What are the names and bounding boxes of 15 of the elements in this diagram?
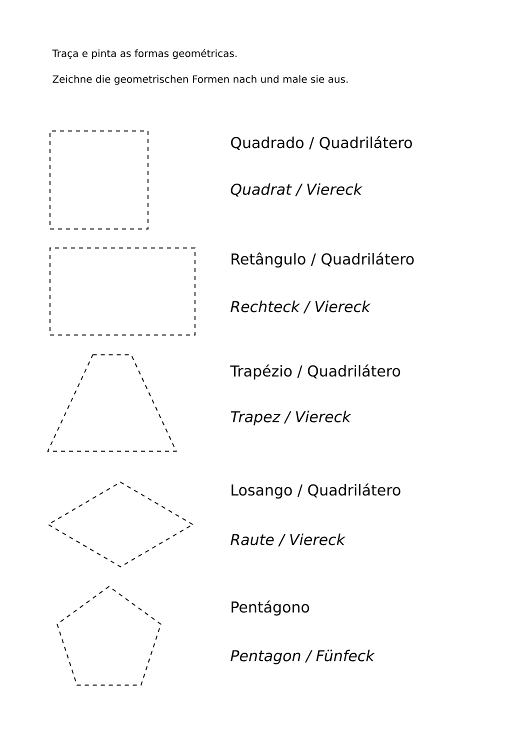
shape-name: Quadrat / Viereck: [230, 183, 363, 197]
shape-name: Trapez / Viereck: [230, 410, 352, 426]
shape-name: Pentágono: [232, 600, 310, 616]
dashed-outline: [47, 354, 177, 452]
dashed-outline: [50, 130, 148, 230]
shape-name: Pentagon / Fünfeck: [230, 650, 375, 664]
instruction-text: Zeichne die geometrischen Formen nach und male sie aus.: [52, 75, 348, 85]
shape-name: Raute / Viereck: [230, 534, 346, 546]
shape-name: Losango / Quadrilátero: [232, 483, 400, 499]
shape-name: Trapézio / Quadrilátero: [230, 364, 400, 380]
dashed-outline: [50, 248, 196, 336]
shape-name: Quadrado / Quadrilátero: [231, 136, 412, 150]
instruction-text: Traça e pinta as formas geométricas.: [52, 48, 237, 60]
shape-name: Retângulo / Quadrilátero: [232, 252, 414, 268]
shape-name: Rechteck / Viereck: [230, 300, 371, 314]
